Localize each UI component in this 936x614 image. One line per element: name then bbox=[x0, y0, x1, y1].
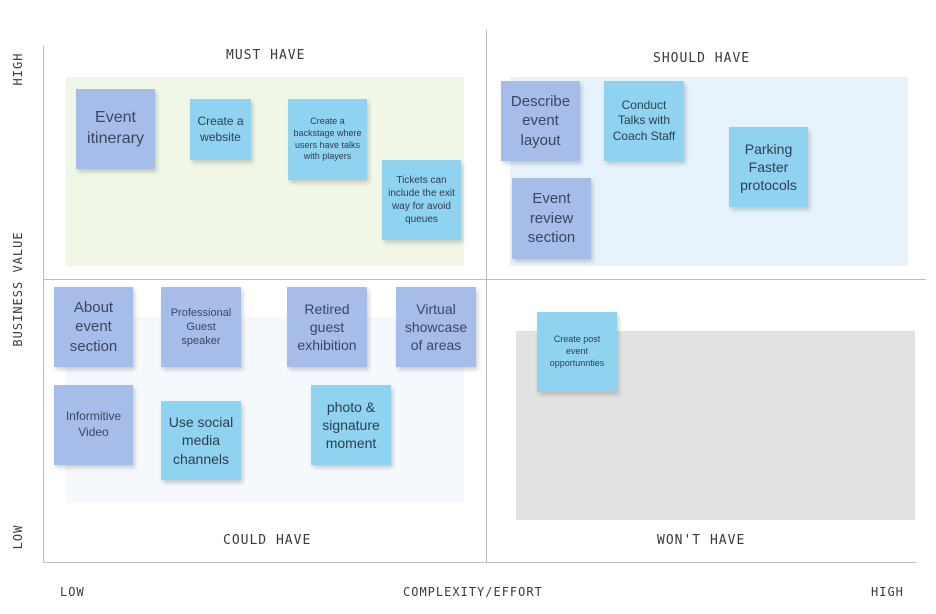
x-axis-title: COMPLEXITY/EFFORT bbox=[403, 585, 543, 599]
sticky-note-informative-video[interactable]: Informitive Video bbox=[54, 385, 133, 465]
sticky-note-post-event[interactable]: Create post event opportunnties bbox=[537, 312, 617, 392]
y-axis-title: BUSINESS VALUE bbox=[11, 231, 25, 347]
wont-have-label: WON'T HAVE bbox=[657, 533, 746, 548]
sticky-note-event-review[interactable]: Event review section bbox=[512, 178, 591, 259]
sticky-note-event-itinerary[interactable]: Event itinerary bbox=[76, 89, 155, 169]
sticky-note-about-event[interactable]: About event section bbox=[54, 287, 133, 367]
sticky-note-tickets-exit[interactable]: Tickets can include the exit way for avo… bbox=[382, 160, 461, 240]
y-axis-high: HIGH bbox=[11, 52, 25, 86]
should-have-label: SHOULD HAVE bbox=[653, 51, 751, 66]
sticky-note-social-media[interactable]: Use social media channels bbox=[161, 401, 241, 480]
vertical-divider bbox=[486, 30, 487, 563]
sticky-note-create-website[interactable]: Create a website bbox=[190, 99, 251, 160]
sticky-note-photo-signature[interactable]: photo & signature moment bbox=[311, 385, 391, 465]
x-axis-line bbox=[43, 562, 916, 563]
sticky-note-conduct-talks[interactable]: Conduct Talks with Coach Staff bbox=[604, 81, 684, 161]
y-axis-low: LOW bbox=[11, 524, 25, 550]
sticky-note-describe-layout[interactable]: Describe event layout bbox=[501, 81, 580, 161]
x-axis-high: HIGH bbox=[871, 585, 904, 599]
sticky-note-professional-guest[interactable]: Professional Guest speaker bbox=[161, 287, 241, 367]
could-have-label: COULD HAVE bbox=[223, 533, 312, 548]
must-have-label: MUST HAVE bbox=[226, 48, 306, 63]
sticky-note-virtual-showcase[interactable]: Virtual showcase of areas bbox=[396, 287, 476, 367]
sticky-note-retired-guest[interactable]: Retired guest exhibition bbox=[287, 287, 367, 367]
sticky-note-parking[interactable]: Parking Faster protocols bbox=[729, 127, 808, 207]
horizontal-divider bbox=[43, 279, 926, 280]
x-axis-low: LOW bbox=[60, 585, 85, 599]
sticky-note-backstage-talks[interactable]: Create a backstage where users have talk… bbox=[288, 99, 367, 180]
y-axis-line bbox=[43, 46, 44, 562]
